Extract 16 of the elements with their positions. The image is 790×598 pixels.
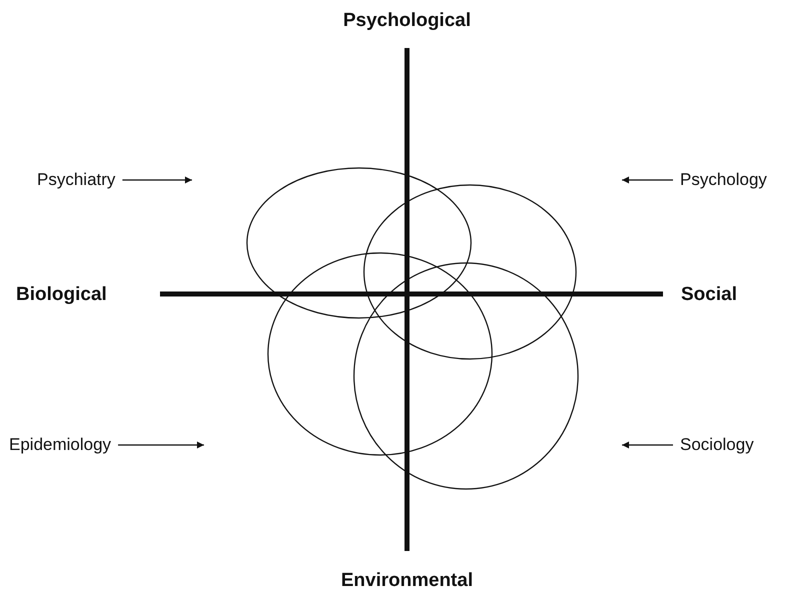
arrow [622,442,673,448]
overlap-ellipse [353,262,579,490]
axis-label: Biological [16,284,107,306]
axis-label: Social [681,284,737,306]
arrow [118,442,204,448]
discipline-label: Epidemiology [9,435,112,455]
arrow [122,176,192,184]
axis-label: Psychological [343,10,471,32]
discipline-label: Psychiatry [37,170,116,190]
overlap-ellipse [363,184,577,360]
discipline-label: Sociology [680,435,754,455]
overlap-ellipse [267,252,493,456]
axis-label: Environmental [341,570,473,592]
overlap-ellipse [246,167,472,319]
arrow [622,176,673,184]
discipline-label: Psychology [680,170,767,190]
